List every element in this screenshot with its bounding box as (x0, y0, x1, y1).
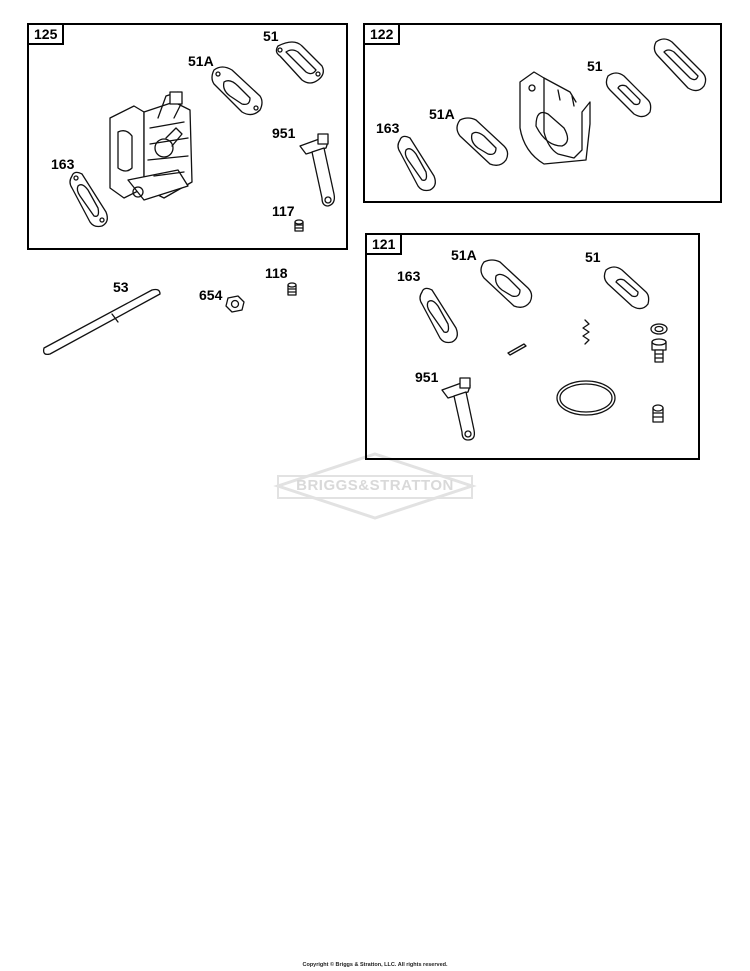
label-125-117: 117 (272, 203, 295, 219)
gasket-163-icon (69, 171, 108, 228)
label-125-163: 163 (51, 156, 75, 172)
label-654: 654 (199, 287, 223, 303)
label-125-51: 51 (263, 28, 279, 44)
label-122-51: 51 (587, 58, 603, 74)
gasket-51a-icon (456, 117, 509, 166)
gasket-51-icon (605, 72, 652, 118)
label-125-951: 951 (272, 125, 296, 141)
copyright-notice: Copyright © Briggs & Stratton, LLC. All … (302, 962, 448, 968)
label-121-51a: 51A (451, 247, 477, 263)
label-118: 118 (265, 265, 288, 281)
screw-117-icon (294, 219, 304, 232)
section-121-frame: 121 (365, 233, 700, 460)
gasket-51a-icon (480, 259, 533, 308)
gasket-163-icon (397, 135, 436, 192)
label-121-51: 51 (585, 249, 601, 265)
label-121-163: 163 (397, 268, 421, 284)
section-122-frame: 122 (363, 23, 722, 203)
label-121-951: 951 (415, 369, 439, 385)
intake-adapter-icon (519, 71, 591, 165)
brand-watermark-logo (273, 452, 477, 520)
jet-fitting-icon (652, 404, 664, 423)
gasket-163-icon (419, 287, 458, 344)
label-122-51a: 51A (429, 106, 455, 122)
carburetor-icon (109, 91, 193, 201)
section-121-tag: 121 (365, 233, 403, 255)
nut-654-icon (225, 295, 245, 313)
fuel-line-53-icon (42, 288, 161, 356)
brand-watermark-text: BRIGGS&STRATTON (296, 477, 454, 494)
gasket-51-icon (275, 41, 324, 84)
section-125-tag: 125 (27, 23, 65, 45)
label-122-163: 163 (376, 120, 400, 136)
lever-951-icon (299, 133, 336, 207)
gasket-51-icon (603, 266, 650, 310)
plug-fitting-icon (651, 338, 667, 363)
pin-icon (507, 343, 527, 356)
spring-clip-icon (582, 319, 590, 345)
gasket-51a-icon (211, 66, 263, 116)
label-53: 53 (113, 279, 129, 295)
lever-951-icon (441, 377, 476, 441)
gasket-ring-icon (556, 380, 616, 416)
o-ring-small-icon (650, 323, 668, 335)
label-125-51a: 51A (188, 53, 214, 69)
screw-118-icon (287, 282, 297, 296)
section-122-tag: 122 (363, 23, 401, 45)
gasket-51-icon (653, 38, 707, 92)
section-125-frame: 125 (27, 23, 348, 250)
